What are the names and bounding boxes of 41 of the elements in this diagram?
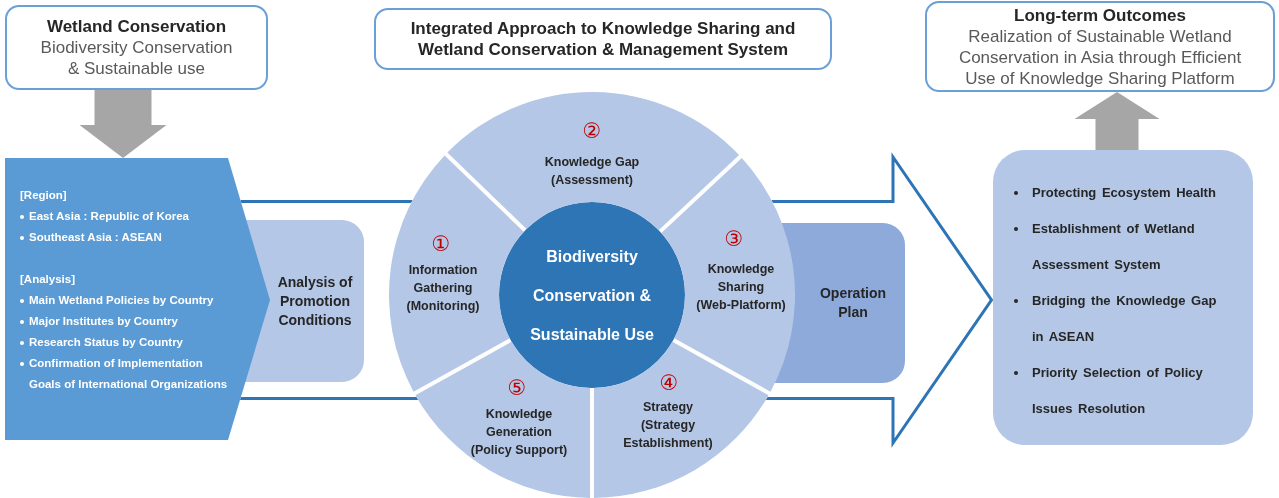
list-item: Confirmation of Implementation Goals of International Organizations bbox=[29, 356, 229, 392]
ring-segment bbox=[592, 341, 770, 498]
list-item: Establishment of Wetland Assessment System bbox=[1032, 220, 1196, 274]
block-arrow bbox=[1074, 92, 1160, 150]
list-item: Bridging the Knowledge Gap in ASEAN bbox=[1032, 292, 1218, 346]
process-box bbox=[244, 220, 364, 382]
step-number: ⑤ bbox=[506, 377, 528, 399]
box-heading: Long-term Outcomes bbox=[1014, 4, 1186, 26]
outcome-panel bbox=[993, 150, 1253, 445]
list-item: Main Wetland Policies by Country bbox=[29, 293, 215, 308]
segment-label: Knowledge Sharing (Web-Platform) bbox=[695, 261, 787, 314]
segment-label: Information Gathering (Monitoring) bbox=[405, 262, 481, 315]
box-heading: Wetland Conservation bbox=[46, 16, 227, 37]
chevron-panel bbox=[5, 158, 270, 440]
list-item: Priority Selection of Policy Issues Resolution bbox=[1032, 364, 1204, 418]
rounded-box bbox=[5, 5, 268, 90]
segment-label: Strategy (Strategy Establishment) bbox=[622, 399, 714, 452]
section-heading: [Region] bbox=[20, 188, 67, 203]
list-item: Major Institutes by Country bbox=[29, 314, 179, 329]
box-heading: Integrated Approach to Knowledge Sharing and Wetland Conservation & Management System bbox=[409, 18, 797, 60]
ring-segment bbox=[414, 341, 592, 498]
step-number: ④ bbox=[658, 372, 680, 394]
box-label: Analysis of Promotion Conditions bbox=[276, 272, 354, 330]
box-label: Operation Plan bbox=[818, 284, 888, 322]
segment-label: Knowledge Generation (Policy Support) bbox=[469, 406, 569, 459]
section-heading: [Analysis] bbox=[20, 272, 75, 287]
block-arrow bbox=[79, 90, 167, 158]
box-text: Biodiversity Conservation & Sustainable use bbox=[39, 37, 234, 79]
step-number: ① bbox=[430, 233, 452, 255]
list-item: East Asia : Republic of Korea bbox=[29, 209, 190, 224]
list-item: Southeast Asia : ASEAN bbox=[29, 230, 163, 245]
step-number: ③ bbox=[723, 228, 745, 250]
list-item: Protecting Ecosystem Health bbox=[1032, 184, 1217, 202]
segment-label: Knowledge Gap (Assessment) bbox=[543, 154, 641, 189]
step-number: ② bbox=[581, 120, 603, 142]
list-item: Research Status by Country bbox=[29, 335, 184, 350]
box-text: Realization of Sustainable Wetland Conservation in Asia through Efficient Use of Knowledge Sharing Platform bbox=[957, 25, 1243, 89]
rounded-box bbox=[374, 8, 832, 70]
rounded-box bbox=[925, 1, 1275, 92]
circle-label: Biodiversity Conservation & Sustainable Use bbox=[529, 246, 655, 345]
ring-segment bbox=[445, 92, 741, 231]
